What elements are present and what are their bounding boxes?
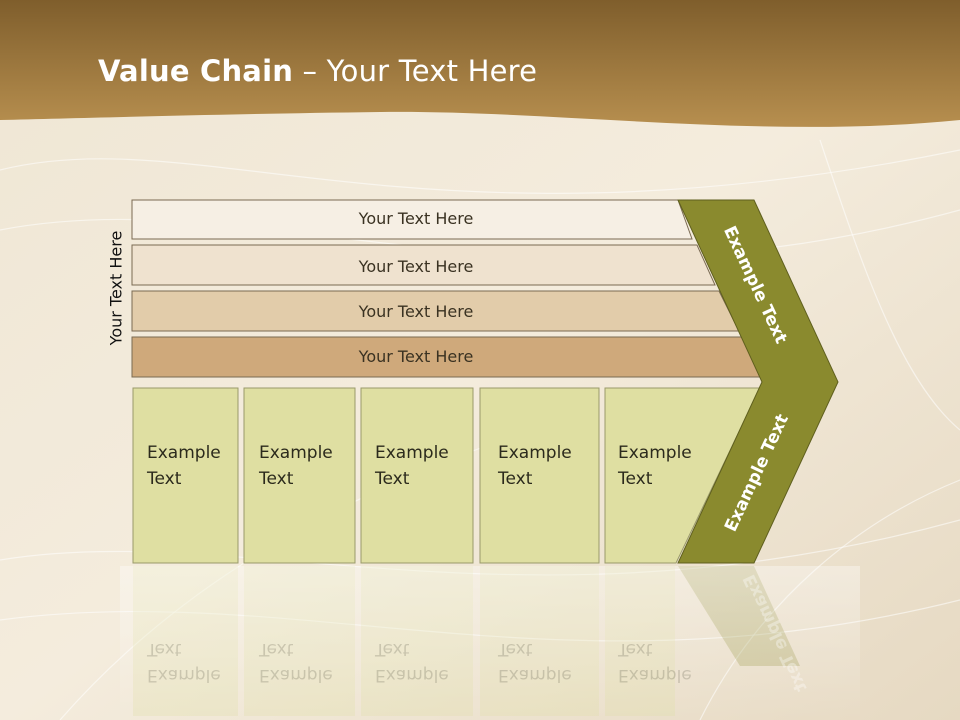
header-banner [0, 0, 960, 127]
cell-3 [360, 387, 474, 564]
cell-5 [604, 387, 761, 564]
bar-label-1: Your Text Here [358, 209, 474, 228]
bar-label-3: Your Text Here [358, 302, 474, 321]
chevron-arrow [677, 199, 839, 564]
bar-label-4: Your Text Here [358, 347, 474, 366]
cell-2 [243, 387, 356, 564]
bar-label-2: Your Text Here [358, 257, 474, 276]
cell-4 [479, 387, 600, 564]
bar-2 [131, 244, 716, 286]
page-title: Value Chain – Your Text Here [98, 54, 537, 88]
bar-1 [131, 199, 693, 240]
title-rest: – Your Text Here [293, 54, 538, 88]
title-bold: Value Chain [98, 54, 294, 88]
cell-1 [132, 387, 239, 564]
side-label: Your Text Here [106, 230, 126, 346]
